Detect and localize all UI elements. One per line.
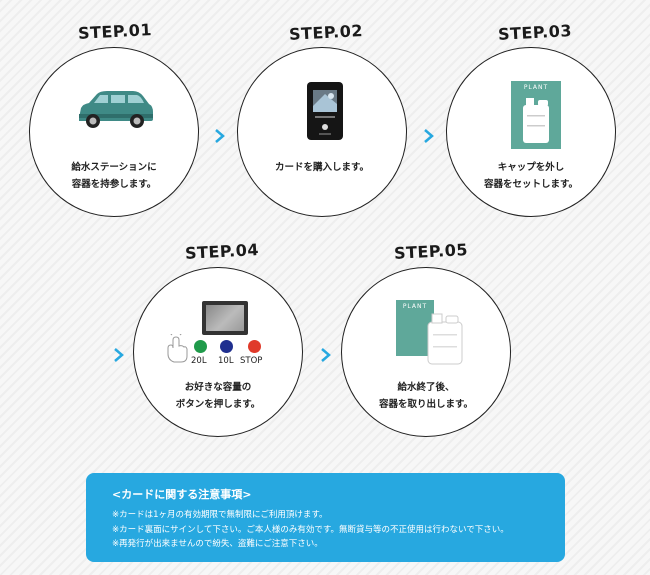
card-icon bbox=[307, 82, 343, 140]
step-1-caption-line-1: 給水ステーションに bbox=[71, 162, 157, 173]
jug-icon bbox=[427, 313, 463, 365]
notice-line-2: ※カード裏面にサインして下さい。ご本人様のみ有効です。無断貸与等の不正使用は行わ… bbox=[112, 524, 509, 535]
step-label-5: STEP.05 bbox=[393, 240, 469, 263]
step-1-caption-line-2: 容器を持参します。 bbox=[71, 179, 157, 190]
step-5-caption-line-1: 給水終了後、 bbox=[397, 382, 455, 393]
button-20l-label: 20L bbox=[191, 356, 207, 366]
button-10l[interactable] bbox=[220, 340, 233, 353]
step-2-caption-line-1: カードを購入します。 bbox=[274, 162, 370, 173]
card-notice-box: <カードに関する注意事項> ※カードは1ヶ月の有効期限で無制限にご利用頂けます。… bbox=[86, 473, 565, 562]
water-container-icon: PLANT bbox=[511, 81, 561, 149]
step-circle-2: カードを購入します。 bbox=[237, 47, 407, 217]
water-container-icon: PLANT bbox=[396, 300, 466, 368]
car-icon bbox=[79, 91, 153, 128]
chevron-right-icon bbox=[215, 129, 225, 143]
hand-icon bbox=[167, 334, 188, 363]
step-label-4: STEP.04 bbox=[184, 240, 260, 263]
screen-icon bbox=[202, 301, 248, 335]
step-circle-5: PLANT 給水終了後、 容器を取り出します。 bbox=[341, 267, 511, 437]
notice-line-1: ※カードは1ヶ月の有効期限で無制限にご利用頂けます。 bbox=[112, 510, 328, 520]
step-circle-4: 20L 10L STOP お好きな容量の ボタンを押します。 bbox=[133, 267, 303, 437]
chevron-right-icon bbox=[424, 129, 434, 143]
button-20l[interactable] bbox=[194, 340, 207, 353]
notice-title: <カードに関する注意事項> bbox=[112, 488, 252, 501]
chevron-right-icon bbox=[114, 348, 124, 362]
step-circle-3: PLANT キャップを外し 容器をセットします。 bbox=[446, 47, 616, 217]
button-stop[interactable] bbox=[248, 340, 261, 353]
step-label-2: STEP.02 bbox=[288, 21, 364, 44]
control-panel-icon: 20L 10L STOP bbox=[134, 268, 304, 378]
step-4-caption-line-2: ボタンを押します。 bbox=[175, 399, 261, 410]
step-4-caption-line-1: お好きな容量の bbox=[184, 382, 252, 393]
step-label-3: STEP.03 bbox=[497, 21, 573, 44]
button-10l-label: 10L bbox=[218, 356, 234, 366]
chevron-right-icon bbox=[321, 348, 331, 362]
step-5-caption-line-2: 容器を取り出します。 bbox=[378, 399, 474, 410]
brand-label: PLANT bbox=[402, 303, 428, 310]
button-stop-label: STOP bbox=[240, 356, 263, 366]
brand-label: PLANT bbox=[523, 84, 549, 91]
step-label-1: STEP.01 bbox=[77, 20, 153, 43]
notice-line-3: ※再発行が出来ませんので紛失、盗難にご注意下さい。 bbox=[112, 539, 323, 549]
step-3-caption-line-2: 容器をセットします。 bbox=[483, 179, 579, 190]
step-3-caption-line-1: キャップを外し bbox=[497, 162, 565, 173]
step-circle-1: 給水ステーションに 容器を持参します。 bbox=[29, 47, 199, 217]
